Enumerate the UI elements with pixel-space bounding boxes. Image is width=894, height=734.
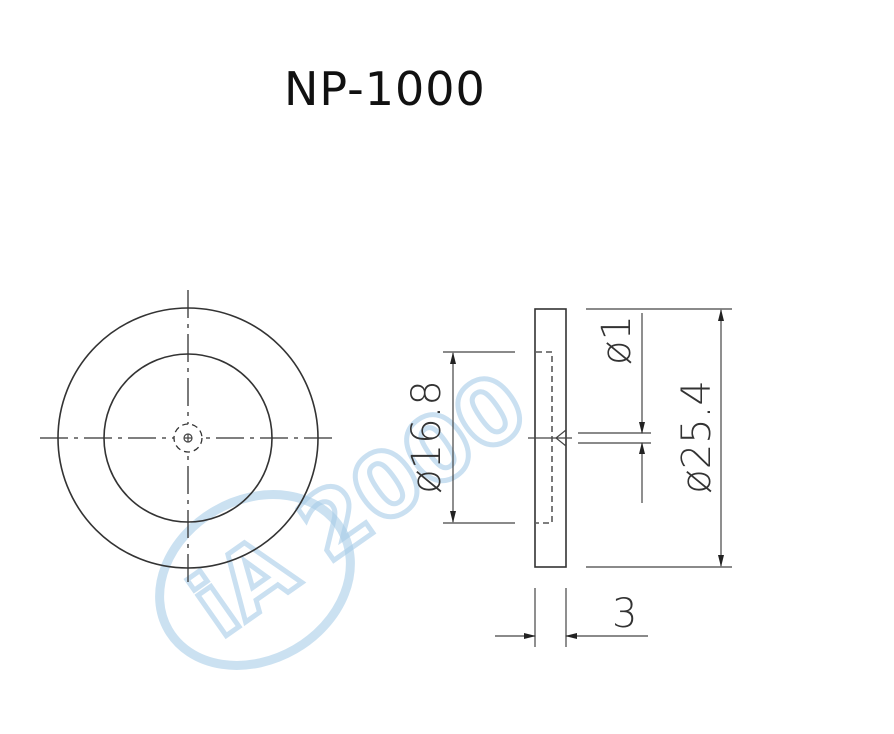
front-view bbox=[40, 290, 338, 588]
hole-diameter-label: ø1 bbox=[594, 315, 640, 365]
part-title: NP-1000 bbox=[284, 62, 486, 116]
outer-diameter-label: ø25.4 bbox=[674, 380, 720, 494]
thickness-label: 3 bbox=[612, 591, 637, 637]
side-view: ø16.8 ø25.4 ø1 3 bbox=[404, 308, 732, 647]
watermark-logo: iA 2000 bbox=[155, 350, 548, 670]
inner-diameter-label: ø16.8 bbox=[404, 380, 450, 494]
chamfer-mark bbox=[555, 429, 567, 447]
